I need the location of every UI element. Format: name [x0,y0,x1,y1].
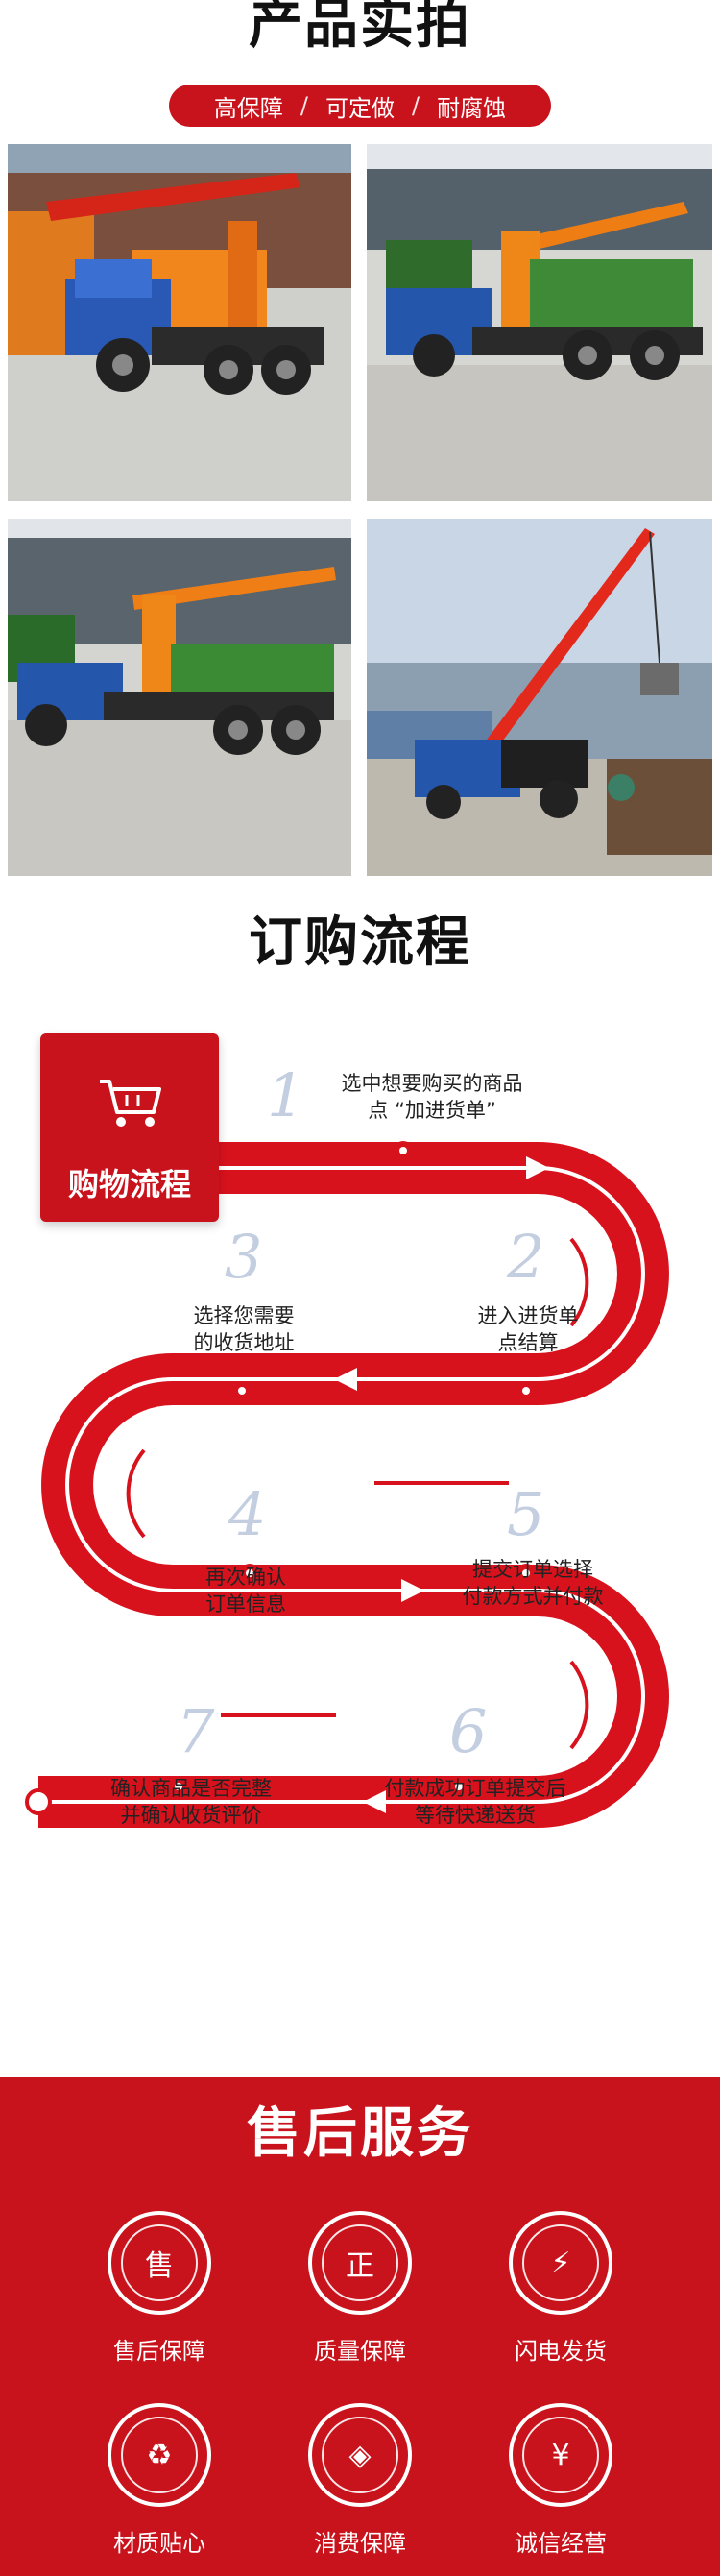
product-photo-2 [367,144,712,501]
yen-ticket-icon: ¥ [509,2403,612,2507]
service-label: 质量保障 [314,2338,406,2365]
step-line: 订单信息 [205,1592,286,1616]
step-line: 的收货地址 [193,1331,295,1354]
step-number: 2 [507,1222,545,1292]
step-5-text: 提交订单选择 付款方式并付款 [432,1556,634,1610]
process-road [25,1141,669,1828]
feature-tag: 耐腐蚀 [437,94,507,122]
product-photo-3 [8,519,351,876]
after-sales-icon: 售 [108,2211,211,2315]
service-fast-shipping: ⚡ 闪电发货 [474,2211,647,2366]
tag-separator: / [412,92,420,119]
step-number: 6 [449,1696,488,1766]
step-1-text: 选中想要购买的商品 点 “加进货单” [307,1070,557,1124]
step-line: 等待快递送货 [415,1804,536,1827]
step-line: 选择您需要 [193,1304,295,1327]
step-line: 选中想要购买的商品 [341,1072,523,1095]
shopping-process-label: 购物流程 [67,1166,191,1203]
product-photos-title: 产品实拍 [249,0,471,56]
step-line: 确认商品是否完整 [110,1777,272,1800]
service-integrity: ¥ 诚信经营 [474,2403,647,2558]
product-photo-1 [8,144,351,501]
step-4-text: 再次确认 订单信息 [159,1564,332,1617]
service-consumer: ◈ 消费保障 [274,2403,446,2558]
service-label: 闪电发货 [515,2338,607,2365]
shopping-process-box: 购物流程 [40,1033,219,1222]
step-6-text: 付款成功订单提交后 等待快递送货 [355,1775,595,1829]
step-line: 付款方式并付款 [462,1585,604,1608]
service-after-sales: 售 售后保障 [73,2211,246,2366]
step-2-text: 进入进货单 点结算 [442,1302,614,1356]
step-number: 1 [267,1060,305,1130]
shield-icon: ◈ [308,2403,412,2507]
step-line: 点结算 [497,1331,559,1354]
product-photo-4 [367,519,712,876]
service-label: 售后保障 [113,2338,205,2365]
service-material: ♻ 材质贴心 [73,2403,246,2558]
step-7-text: 确认商品是否完整 并确认收货评价 [81,1775,301,1829]
tag-separator: / [300,92,308,119]
order-process-diagram: 购物流程 1 选中想要购买的商品 点 “加进货单” 2 进入进货单 点结算 3 … [0,1018,720,1959]
step-line: 再次确认 [205,1566,286,1589]
step-line: 点 “加进货单” [368,1099,496,1122]
after-sales-title: 售后服务 [247,2102,473,2165]
step-number: 3 [225,1222,263,1292]
step-number: 5 [507,1479,545,1549]
service-label: 消费保障 [314,2530,406,2557]
lightning-icon: ⚡ [509,2211,612,2315]
cart-icon [100,1080,161,1127]
recycle-icon: ♻ [108,2403,211,2507]
step-3-text: 选择您需要 的收货地址 [157,1302,330,1356]
feature-tag: 可定做 [325,94,395,122]
quality-icon: 正 [308,2211,412,2315]
step-line: 并确认收货评价 [120,1804,262,1827]
step-line: 付款成功订单提交后 [384,1777,566,1800]
step-line: 进入进货单 [477,1304,579,1327]
after-sales-section: 售后服务 售 售后保障 正 质量保障 ⚡ 闪电发货 ♻ 材质贴心 ◈ 消费保障 … [0,2077,720,2576]
service-label: 材质贴心 [113,2530,205,2557]
order-process-title: 订购流程 [249,911,471,974]
feature-pill: 高保障 / 可定做 / 耐腐蚀 [169,85,551,127]
service-quality: 正 质量保障 [274,2211,446,2366]
feature-tag: 高保障 [213,94,283,122]
step-line: 提交订单选择 [472,1558,593,1581]
step-number: 7 [177,1696,215,1766]
service-label: 诚信经营 [515,2530,607,2557]
step-number: 4 [228,1479,267,1549]
